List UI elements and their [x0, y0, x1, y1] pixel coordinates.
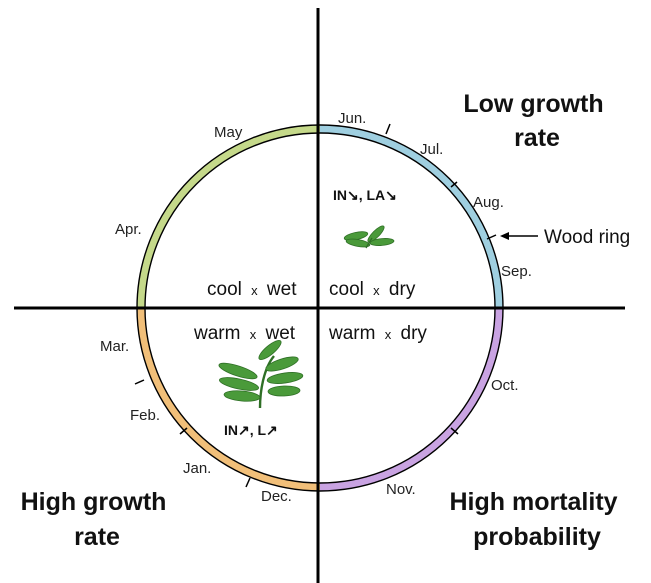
corner-line-2: probability: [473, 523, 601, 551]
tick-aug-sep: [486, 234, 497, 240]
cond-moisture: wet: [265, 323, 296, 344]
month-label-jun: Jun.: [338, 110, 366, 127]
cond-times: x: [250, 327, 257, 342]
indicator-top-right: IN↘, LA↘: [333, 187, 397, 203]
leaf-cluster-small-icon: [343, 225, 395, 249]
autumn-arc: [319, 307, 503, 491]
cond-times: x: [251, 283, 258, 298]
month-label-apr: Apr.: [115, 221, 142, 238]
leaf: [266, 372, 304, 384]
cond-moisture: dry: [401, 323, 428, 344]
arrow-head: [500, 232, 509, 240]
leaf: [265, 356, 299, 372]
quadrant-label-top-left: cool x wet: [207, 279, 297, 300]
corner-title-bottom-right: High mortality probability: [449, 488, 624, 551]
leaf: [267, 385, 301, 397]
month-label-feb: Feb.: [130, 407, 160, 424]
leaf: [219, 377, 259, 391]
tick-mar-apr: [134, 379, 145, 385]
indicator-bottom-left: IN↗, L↗: [224, 422, 278, 438]
corner-line-2: rate: [514, 124, 560, 152]
tick-jul-aug: [450, 181, 458, 188]
cond-moisture: wet: [266, 279, 297, 300]
cond-times: x: [385, 327, 392, 342]
month-label-aug: Aug.: [473, 194, 504, 211]
cond-temp: cool: [207, 279, 242, 300]
cond-times: x: [373, 283, 380, 298]
leaf: [345, 238, 371, 248]
cond-temp: warm: [193, 323, 240, 344]
corner-line-1: High mortality: [449, 488, 617, 516]
month-label-dec: Dec.: [261, 488, 292, 505]
month-label-jul: Jul.: [420, 141, 443, 158]
corner-line-2: rate: [74, 523, 120, 551]
wood-ring-label: Wood ring: [544, 227, 630, 248]
summer-arc: [319, 125, 503, 309]
leaf: [218, 362, 258, 380]
quadrant-label-bottom-right: warm x dry: [328, 323, 427, 344]
month-label-may: May: [214, 124, 243, 141]
quadrant-label-bottom-left: warm x wet: [193, 323, 296, 344]
quadrant-label-top-right: cool x dry: [329, 279, 416, 300]
winter-arc: [137, 307, 321, 491]
spring-arc: [137, 125, 321, 309]
stem: [365, 237, 373, 249]
leaf: [369, 238, 395, 246]
month-label-mar: Mar.: [100, 338, 129, 355]
tick-jun-jul: [385, 123, 391, 135]
month-labels: May Jun. Jul. Aug. Apr. Sep. Mar. Oct. F…: [100, 110, 532, 505]
branch-stem: [258, 355, 275, 409]
month-label-jan: Jan.: [183, 460, 211, 477]
tick-jan-feb: [245, 477, 251, 488]
month-label-nov: Nov.: [386, 481, 416, 498]
cond-temp: warm: [328, 323, 375, 344]
leaf: [258, 339, 282, 361]
month-label-oct: Oct.: [491, 377, 519, 394]
month-ticks: [134, 123, 497, 488]
corner-line-1: Low growth: [463, 90, 603, 118]
cond-temp: cool: [329, 279, 364, 300]
cond-moisture: dry: [389, 279, 416, 300]
corner-title-bottom-left: High growth rate: [21, 488, 174, 551]
tick-feb-mar: [179, 427, 188, 435]
corner-line-1: High growth: [21, 488, 167, 516]
corner-title-top-right: Low growth rate: [463, 90, 610, 152]
wood-ring-callout: Wood ring: [500, 227, 630, 248]
tick-oct-nov: [450, 427, 459, 435]
leafy-branch-large-icon: [218, 339, 304, 409]
leaf: [223, 390, 261, 402]
month-label-sep: Sep.: [501, 263, 532, 280]
